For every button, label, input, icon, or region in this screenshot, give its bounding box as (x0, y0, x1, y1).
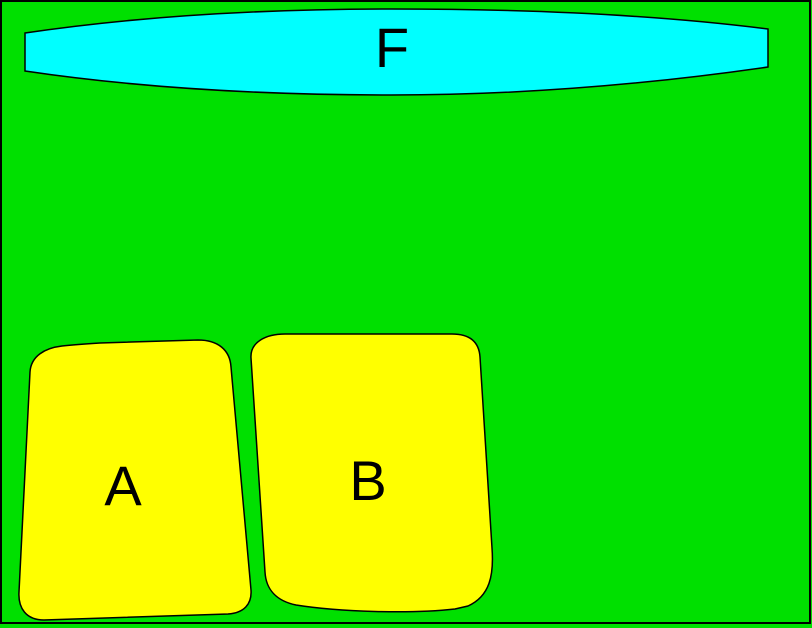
region-a-shape[interactable] (18, 339, 252, 621)
region-b-shape[interactable] (250, 333, 494, 613)
region-f-shape[interactable] (24, 8, 769, 96)
region-a-label: A (104, 454, 142, 517)
region-f-label: F (375, 16, 409, 79)
region-b-label: B (349, 449, 386, 512)
